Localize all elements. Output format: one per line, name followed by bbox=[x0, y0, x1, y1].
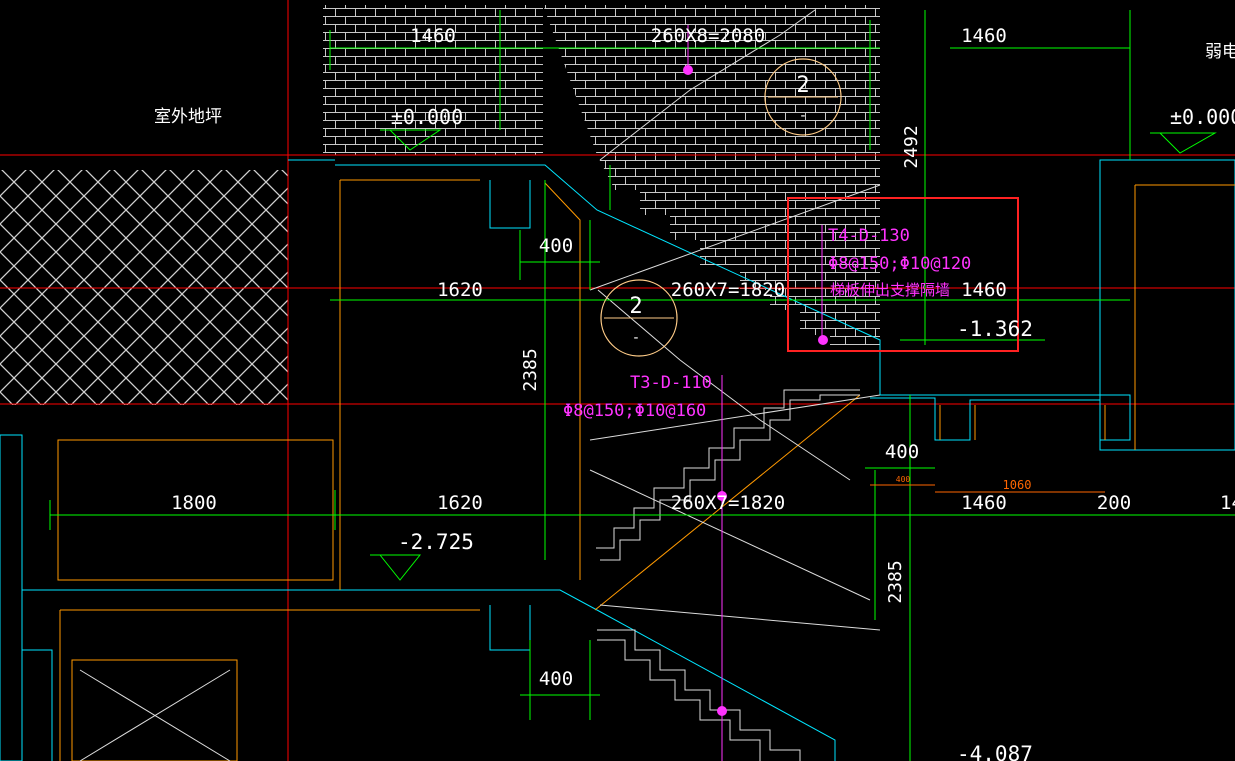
dim-stair-top: 260X8=2080 bbox=[651, 25, 765, 47]
highlight-selection-box[interactable] bbox=[787, 197, 1019, 352]
rebar-marker-dot bbox=[717, 491, 727, 501]
elevation-zero-left: ±0.000 bbox=[391, 105, 463, 129]
dim-row2-200: 200 bbox=[1097, 492, 1131, 514]
magenta-dots bbox=[683, 65, 828, 716]
cyan-outlines bbox=[0, 159, 1235, 761]
dim-row1-1620: 1620 bbox=[437, 279, 483, 301]
weak-current-label: 弱电 bbox=[1205, 42, 1235, 62]
dim-row2-1460: 1460 bbox=[961, 492, 1007, 514]
dim-orange-1060: 1060 bbox=[1003, 478, 1032, 492]
dim-height-2385-a: 2385 bbox=[520, 348, 541, 391]
t4-rebar-spec[interactable]: Φ8@150;Φ10@120 bbox=[828, 254, 971, 274]
section-marker-number: 2 bbox=[629, 294, 642, 319]
dim-row2-1620: 1620 bbox=[437, 492, 483, 514]
dim-small-400: 400 bbox=[896, 475, 911, 484]
section-marker-number: 2 bbox=[796, 73, 809, 98]
t3-rebar-spec[interactable]: Φ8@150;Φ10@160 bbox=[563, 401, 706, 421]
section-marker-lower[interactable]: 2 - bbox=[600, 279, 678, 357]
dim-400-b: 400 bbox=[885, 441, 919, 463]
rebar-marker-dot bbox=[818, 335, 828, 345]
dim-row1-1460: 1460 bbox=[961, 279, 1007, 301]
dim-400-c: 400 bbox=[539, 668, 573, 690]
outdoor-ground-label: 室外地坪 bbox=[154, 107, 222, 127]
elevation-mid: -1.362 bbox=[957, 317, 1033, 341]
green-dimension-lines bbox=[49, 10, 1235, 761]
rebar-marker-dot bbox=[683, 65, 693, 75]
dim-row2-14: 14 bbox=[1220, 492, 1235, 514]
orange-small-dims bbox=[870, 484, 1105, 493]
rebar-marker-dot bbox=[717, 706, 727, 716]
elevation-low: -2.725 bbox=[398, 530, 474, 554]
section-marker-upper[interactable]: 2 - bbox=[764, 58, 842, 136]
dim-row2-1800: 1800 bbox=[171, 492, 217, 514]
dim-height-2385-b: 2385 bbox=[885, 560, 906, 603]
orange-structure-lines bbox=[57, 179, 1235, 761]
t3-slab-code[interactable]: T3-D-110 bbox=[630, 373, 712, 393]
section-marker-sub: - bbox=[799, 108, 807, 124]
elevation-zero-right: ±0.000 bbox=[1170, 105, 1235, 129]
dim-top-right-1460: 1460 bbox=[961, 25, 1007, 47]
magenta-leaders bbox=[687, 25, 823, 761]
dim-top-left-1460: 1460 bbox=[410, 25, 456, 47]
dim-stair-mid: 260X7=1820 bbox=[671, 279, 785, 301]
t4-slab-note[interactable]: 梯板伸出支撑隔墙 bbox=[830, 281, 950, 299]
brick-wall-stair-upper bbox=[543, 5, 880, 345]
dim-stair-low: 260X7=1820 bbox=[671, 492, 785, 514]
t4-slab-code[interactable]: T4-D-130 bbox=[828, 226, 910, 246]
dim-400-a: 400 bbox=[539, 235, 573, 257]
elevation-bottom: -4.087 bbox=[957, 742, 1033, 761]
dim-height-2492: 2492 bbox=[901, 125, 922, 168]
stair-lines bbox=[79, 9, 881, 761]
section-marker-sub: - bbox=[632, 330, 640, 346]
